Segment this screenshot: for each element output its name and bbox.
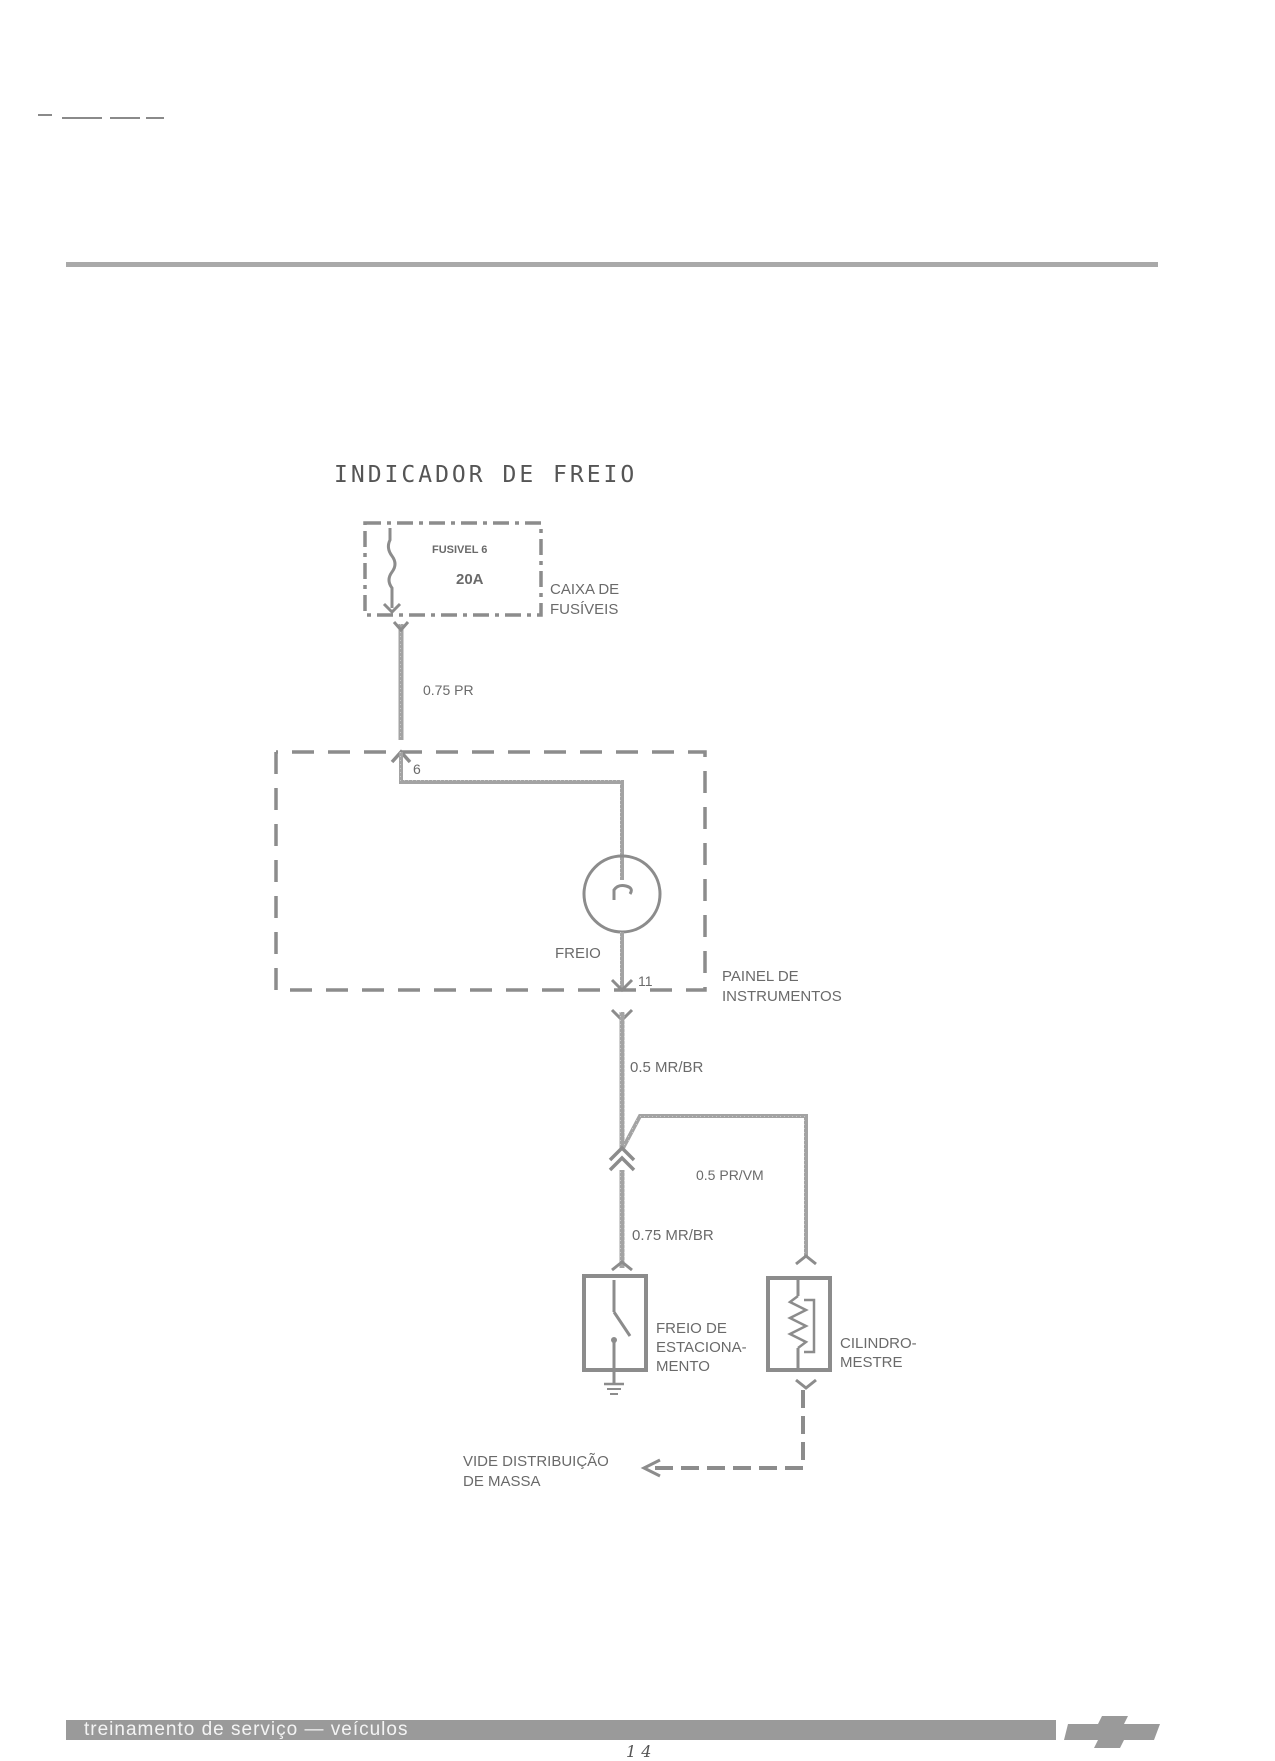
header-rule (66, 262, 1158, 267)
master-cyl-label-line1: CILINDRO- (840, 1335, 917, 1352)
wire-label-master-cyl: 0.5 PR/VM (696, 1167, 764, 1183)
ground-link: VIDE DISTRIBUIÇÃO DE MASSA (463, 1390, 805, 1490)
scan-mark (110, 117, 140, 119)
diagram-title: INDICADOR DE FREIO (334, 462, 638, 488)
master-cyl-label-line2: MESTRE (840, 1354, 903, 1371)
fuse-label: FUSIVEL 6 (432, 544, 487, 556)
scan-mark (62, 117, 102, 119)
park-brake-label-line2: ESTACIONA- (656, 1339, 747, 1356)
park-brake-label-line1: FREIO DE (656, 1320, 727, 1337)
fuse-box: FUSIVEL 6 20A CAIXA DE FUSÍVEIS (363, 521, 619, 618)
pin-in-label: 6 (413, 761, 421, 777)
ground-label-line2: DE MASSA (463, 1473, 541, 1490)
wire-panel-out: 0.5 MR/BR (610, 1008, 704, 1150)
footer-text: treinamento de serviço — veículos (84, 1719, 409, 1740)
panel-label-line1: PAINEL DE (722, 968, 799, 985)
fuse-rating: 20A (456, 571, 484, 588)
lamp-label: FREIO (555, 945, 601, 962)
instrument-panel: 6 FREIO 11 PAINEL DE INSTRUMENTOS (274, 749, 842, 1005)
footer-bar (66, 1720, 1056, 1740)
wire-park-brake: 0.75 MR/BR (619, 1170, 714, 1268)
wire-feed: 0.75 PR (392, 621, 474, 740)
splice-connector: 0.5 PR/VM (608, 1114, 808, 1256)
wire-label-feed: 0.75 PR (423, 682, 474, 698)
switch-icon (611, 1280, 632, 1376)
connector-pin-11-icon (610, 978, 634, 993)
ground-icon (604, 1372, 624, 1395)
ground-label-line1: VIDE DISTRIBUIÇÃO (463, 1453, 609, 1470)
resistor-icon (787, 1280, 816, 1368)
page-number: 1 4 (626, 1742, 652, 1761)
chevrolet-bowtie-logo (1064, 1716, 1160, 1748)
scan-mark (146, 117, 164, 119)
wire-label-park-brake: 0.75 MR/BR (632, 1227, 714, 1244)
fuse-box-label-line2: FUSÍVEIS (550, 601, 618, 618)
parking-brake-switch: FREIO DE ESTACIONA- MENTO (582, 1260, 747, 1395)
fuse-icon (382, 528, 402, 615)
scan-mark (38, 114, 52, 116)
wire-label-panel-out: 0.5 MR/BR (630, 1059, 704, 1076)
fuse-box-label-line1: CAIXA DE (550, 581, 619, 598)
master-cylinder-switch: CILINDRO- MESTRE (766, 1254, 917, 1390)
arrow-left-icon (640, 1458, 661, 1478)
pin-out-label: 11 (638, 973, 653, 989)
panel-label-line2: INSTRUMENTOS (722, 988, 842, 1005)
park-brake-label-line3: MENTO (656, 1358, 710, 1375)
